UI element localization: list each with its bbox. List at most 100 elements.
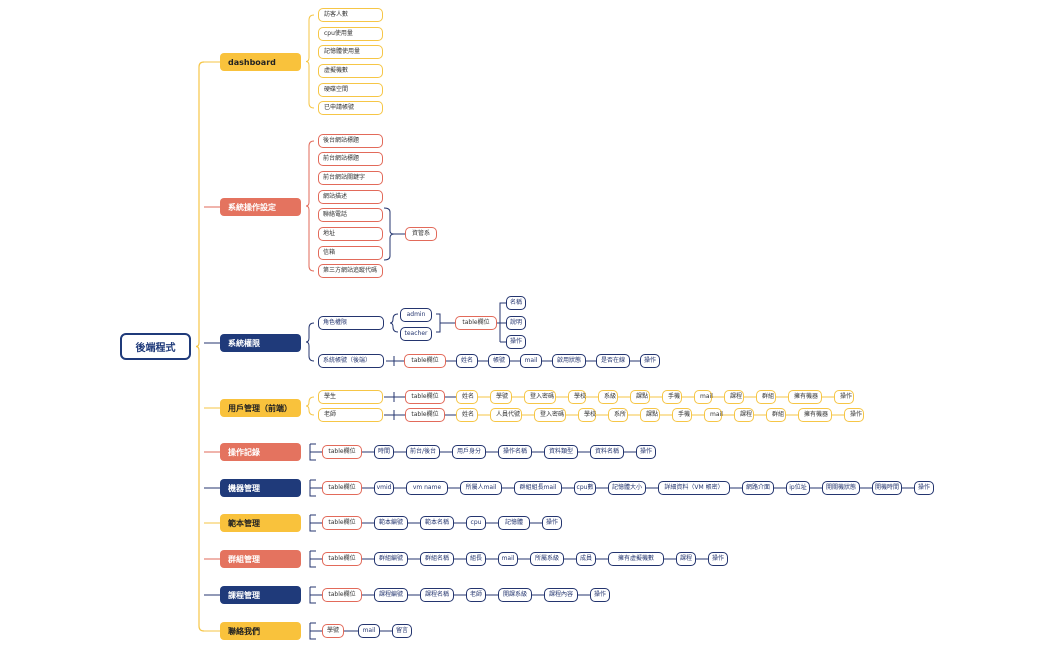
field-node[interactable]: 群組組長mail <box>514 481 562 495</box>
setting-item[interactable]: 前台網站標題 <box>318 152 383 166</box>
field-node[interactable]: 姓名 <box>456 408 478 422</box>
field-node[interactable]: 範本名稱 <box>420 516 454 530</box>
field-node[interactable]: cpu <box>466 516 486 530</box>
field-node[interactable]: 成員 <box>576 552 596 566</box>
field-node[interactable]: 擁有機器 <box>798 408 832 422</box>
field-node[interactable]: 詳細資料（VM 帳密） <box>658 481 730 495</box>
field-node[interactable]: 操作名稱 <box>498 445 532 459</box>
root-node[interactable]: 後端程式 <box>120 333 191 360</box>
field-node[interactable]: 群組 <box>756 390 776 404</box>
branch-4[interactable]: 操作記錄 <box>220 443 301 461</box>
field-node[interactable]: 擁有機器 <box>788 390 822 404</box>
setting-item[interactable]: 網站描述 <box>318 190 383 204</box>
dashboard-item[interactable]: 訪客人數 <box>318 8 383 22</box>
field-node[interactable]: 課點 <box>640 408 660 422</box>
field-node[interactable]: 啟用狀態 <box>552 354 586 368</box>
field-node[interactable]: 老師 <box>466 588 486 602</box>
field-node[interactable]: 操作 <box>834 390 854 404</box>
branch-3[interactable]: 用戶管理（前端） <box>220 399 301 417</box>
field-node[interactable]: 學號 <box>322 624 344 638</box>
field-node[interactable]: 留言 <box>392 624 412 638</box>
role-option[interactable]: admin <box>400 308 432 322</box>
field-node[interactable]: mail <box>498 552 518 566</box>
field-node[interactable]: 前台/後台 <box>406 445 440 459</box>
field-node[interactable]: 群組名稱 <box>420 552 454 566</box>
field-node[interactable]: mail <box>694 390 713 404</box>
field-node[interactable]: 範本編號 <box>374 516 408 530</box>
branch-1[interactable]: 系統操作設定 <box>220 198 301 216</box>
field-node[interactable]: 擁有虛擬機數 <box>608 552 664 566</box>
field-node[interactable]: 課程 <box>734 408 754 422</box>
dashboard-item[interactable]: 虛擬機數 <box>318 64 383 78</box>
user-type-node[interactable]: 學生 <box>318 390 383 404</box>
role-permission-node[interactable]: 角色權限 <box>318 316 384 330</box>
field-node[interactable]: 課程內容 <box>544 588 578 602</box>
field-node[interactable]: 姓名 <box>456 390 478 404</box>
field-node[interactable]: 資料名稱 <box>590 445 624 459</box>
branch-7[interactable]: 群組管理 <box>220 550 301 568</box>
field-node[interactable]: 系所 <box>608 408 628 422</box>
field-node[interactable]: 登入密碼 <box>524 390 556 404</box>
field-node[interactable]: 操作 <box>640 354 660 368</box>
field-node[interactable]: 所屬人mail <box>460 481 502 495</box>
field-node[interactable]: 帳號 <box>488 354 510 368</box>
field-node[interactable]: 記憶體大小 <box>608 481 646 495</box>
table-fields-node[interactable]: table欄位 <box>322 588 362 602</box>
field-node[interactable]: vm name <box>406 481 448 495</box>
branch-9[interactable]: 聯絡我們 <box>220 622 301 640</box>
field-node[interactable]: 學號 <box>490 390 512 404</box>
table-fields-node[interactable]: table欄位 <box>405 408 445 422</box>
role-option[interactable]: teacher <box>400 327 432 341</box>
field-node[interactable]: vmid <box>374 481 394 495</box>
field-node[interactable]: 開關機狀態 <box>822 481 860 495</box>
field-node[interactable]: 學校 <box>568 390 586 404</box>
field-node[interactable]: 課程名稱 <box>420 588 454 602</box>
field-node[interactable]: 群組 <box>766 408 786 422</box>
field-node[interactable]: 操作 <box>844 408 864 422</box>
field-node[interactable]: 課程 <box>676 552 696 566</box>
field-node[interactable]: 記憶體 <box>498 516 530 530</box>
field-node[interactable]: mail <box>358 624 380 638</box>
dashboard-item[interactable]: 硬碟空間 <box>318 83 383 97</box>
branch-8[interactable]: 課程管理 <box>220 586 301 604</box>
field-node[interactable]: 開機時間 <box>872 481 902 495</box>
field-node[interactable]: 操作 <box>708 552 728 566</box>
setting-item[interactable]: 聯絡電話 <box>318 208 383 222</box>
group-label-resource-dept[interactable]: 資管系 <box>405 227 437 241</box>
dashboard-item[interactable]: 記憶體使用量 <box>318 45 383 59</box>
field-node[interactable]: 登入密碼 <box>534 408 566 422</box>
table-fields-node[interactable]: table欄位 <box>322 481 362 495</box>
setting-item[interactable]: 後台網站標題 <box>318 134 383 148</box>
table-fields-node[interactable]: table欄位 <box>455 316 497 330</box>
field-node[interactable]: 課點 <box>630 390 650 404</box>
field-node[interactable]: ip位址 <box>786 481 810 495</box>
field-node[interactable]: 操作 <box>636 445 656 459</box>
field-node[interactable]: 用戶身分 <box>452 445 486 459</box>
setting-item[interactable]: 前台網站關鍵字 <box>318 171 383 185</box>
table-fields-node[interactable]: table欄位 <box>322 445 362 459</box>
role-field[interactable]: 操作 <box>506 335 526 349</box>
field-node[interactable]: 操作 <box>590 588 610 602</box>
dashboard-item[interactable]: 已申請帳號 <box>318 101 383 115</box>
field-node[interactable]: 學校 <box>578 408 596 422</box>
field-node[interactable]: 操作 <box>542 516 562 530</box>
field-node[interactable]: 資料類型 <box>544 445 578 459</box>
field-node[interactable]: mail <box>520 354 542 368</box>
field-node[interactable]: 群組編號 <box>374 552 408 566</box>
table-fields-node[interactable]: table欄位 <box>405 390 445 404</box>
field-node[interactable]: 操作 <box>914 481 934 495</box>
field-node[interactable]: 課程編號 <box>374 588 408 602</box>
field-node[interactable]: 姓名 <box>456 354 478 368</box>
table-fields-node[interactable]: table欄位 <box>322 516 362 530</box>
field-node[interactable]: 手機 <box>662 390 682 404</box>
branch-6[interactable]: 範本管理 <box>220 514 301 532</box>
field-node[interactable]: 組長 <box>466 552 486 566</box>
role-field[interactable]: 名稱 <box>506 296 526 310</box>
field-node[interactable]: 手機 <box>672 408 692 422</box>
branch-2[interactable]: 系統權限 <box>220 334 301 352</box>
field-node[interactable]: 人員代號 <box>490 408 522 422</box>
table-fields-node[interactable]: table欄位 <box>322 552 362 566</box>
system-account-node[interactable]: 系統帳號（後端） <box>318 354 384 368</box>
field-node[interactable]: 網路介面 <box>742 481 774 495</box>
branch-0[interactable]: dashboard <box>220 53 301 71</box>
